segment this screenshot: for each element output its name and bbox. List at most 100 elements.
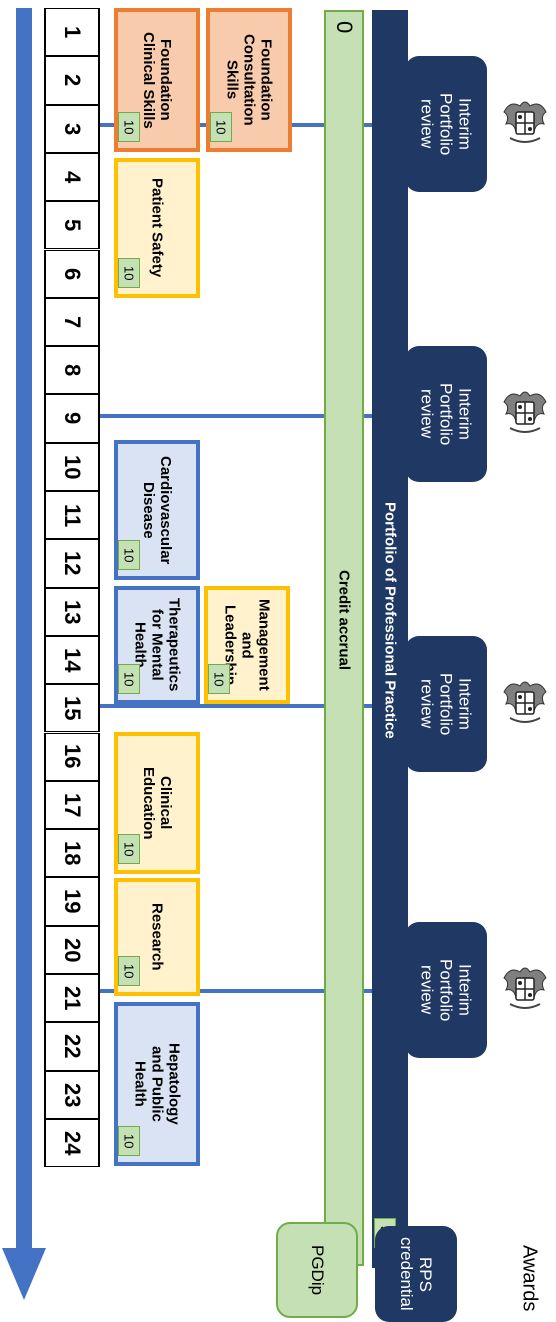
- month-number: 6: [60, 267, 85, 280]
- month-cell: 15: [44, 684, 100, 733]
- module-credit-badge: 10: [118, 112, 140, 142]
- month-number: 18: [60, 841, 85, 866]
- pgdip-award: PGDip: [276, 1222, 358, 1318]
- module-credit-badge: 10: [118, 956, 140, 986]
- month-cell: 12: [44, 539, 100, 588]
- month-cell: 5: [44, 201, 100, 250]
- module-credit-badge: 10: [118, 258, 140, 288]
- module-label: Patient Safety: [148, 178, 166, 278]
- month-number: 14: [60, 647, 85, 673]
- module-credit-value: 10: [121, 1133, 137, 1149]
- review-line-2: [95, 414, 410, 418]
- month-number: 8: [60, 364, 85, 377]
- credit-accrual-label: Credit accrual: [335, 569, 353, 671]
- portfolio-bar: [372, 10, 408, 1268]
- module-label: Cardiovascular Disease: [140, 455, 174, 565]
- month-cell: 7: [44, 297, 100, 347]
- month-cell: 9: [44, 394, 100, 443]
- crest-icon: [503, 391, 547, 433]
- month-number: 22: [60, 1034, 85, 1059]
- timeline-arrow: [2, 8, 46, 1300]
- month-cell: 1: [44, 8, 100, 57]
- month-number: 20: [60, 937, 85, 963]
- module-label: Foundation Clinical Skills: [140, 31, 174, 129]
- month-number: 11: [60, 503, 85, 527]
- month-cell: 4: [44, 152, 100, 202]
- crest-icon: [503, 681, 547, 723]
- module-credit-value: 10: [121, 265, 137, 281]
- module-label: Therapeutics for Mental Health: [131, 598, 183, 692]
- crest-icon: [503, 967, 547, 1009]
- interim-review-box: Interim Portfolio review: [405, 56, 487, 192]
- month-number: 3: [60, 122, 85, 135]
- module-credit-value: 10: [121, 671, 137, 687]
- module-credit-badge: 10: [210, 112, 232, 142]
- month-cell: 3: [44, 104, 100, 153]
- month-cell: 11: [44, 491, 100, 540]
- module-credit-value: 10: [121, 963, 137, 979]
- month-number: 12: [60, 551, 85, 576]
- review-line-4: [95, 989, 410, 993]
- month-number: 4: [60, 170, 85, 184]
- month-cell: 18: [44, 829, 100, 878]
- module-box: Management and Leadership: [204, 586, 290, 704]
- module-credit-badge: 10: [118, 1126, 140, 1156]
- month-number: 7: [60, 315, 85, 329]
- interim-review-label: Interim Portfolio review: [417, 92, 475, 156]
- module-label: Clinical Education: [140, 766, 174, 840]
- module-credit-value: 10: [213, 119, 229, 135]
- month-cell: 2: [44, 56, 100, 105]
- interim-review-box: Interim Portfolio review: [405, 346, 487, 482]
- month-cell: 19: [44, 877, 100, 926]
- month-number: 2: [60, 74, 85, 87]
- module-credit-badge: 10: [118, 834, 140, 864]
- month-cell: 22: [44, 1022, 100, 1071]
- module-credit-value: 10: [211, 671, 227, 687]
- month-cell: 23: [44, 1070, 100, 1119]
- month-cell: 13: [44, 587, 100, 636]
- month-cell: 20: [44, 925, 100, 974]
- month-cell: 21: [44, 974, 100, 1023]
- month-number: 13: [60, 599, 85, 624]
- month-number: 15: [60, 696, 85, 721]
- month-number: 21: [60, 985, 85, 1011]
- month-cell: 16: [44, 732, 100, 781]
- awards-heading: Awards: [518, 1244, 541, 1312]
- module-credit-value: 10: [121, 547, 137, 563]
- module-credit-badge: 10: [208, 664, 230, 694]
- month-number: 19: [60, 889, 85, 914]
- module-label: Foundation Consultation Skills: [223, 34, 275, 126]
- module-credit-value: 10: [121, 841, 137, 857]
- month-cell: 6: [44, 249, 100, 298]
- month-number: 24: [60, 1130, 85, 1156]
- module-credit-badge: 10: [118, 664, 140, 694]
- month-number: 5: [60, 219, 85, 232]
- month-cell: 10: [44, 442, 100, 491]
- rps-credential-label: RPS credential: [397, 1237, 435, 1311]
- interim-review-label: Interim Portfolio review: [417, 672, 475, 736]
- green-divider: [490, 80, 493, 1230]
- credit-accrual-bar: [324, 10, 364, 1266]
- module-label: Research: [148, 903, 166, 971]
- review-line-3: [95, 704, 410, 708]
- module-label: Hepatology and Public Health: [131, 1043, 183, 1125]
- month-cell: 8: [44, 346, 100, 395]
- month-number: 9: [60, 412, 85, 425]
- module-box: Foundation Clinical Skills: [114, 8, 200, 152]
- month-number: 10: [60, 454, 85, 480]
- month-cell: 14: [44, 635, 100, 685]
- credit-start-label: 0: [332, 20, 357, 34]
- interim-review-label: Interim Portfolio review: [417, 958, 475, 1022]
- month-number: 17: [60, 792, 85, 818]
- month-number: 1: [60, 26, 85, 39]
- interim-review-box: Interim Portfolio review: [405, 922, 487, 1058]
- module-box: Foundation Consultation Skills: [206, 8, 292, 152]
- interim-review-box: Interim Portfolio review: [405, 636, 487, 772]
- portfolio-label: Portfolio of Professional Practice: [381, 501, 399, 739]
- rps-credential-award: RPS credential: [375, 1226, 457, 1322]
- pgdip-label: PGDip: [308, 1244, 327, 1296]
- interim-review-label: Interim Portfolio review: [417, 382, 475, 446]
- month-number: 23: [60, 1082, 85, 1107]
- module-credit-badge: 10: [118, 540, 140, 570]
- module-credit-value: 10: [121, 119, 137, 135]
